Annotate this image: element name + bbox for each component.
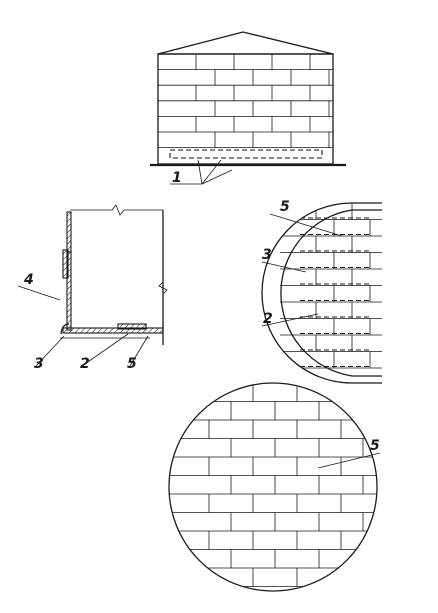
section-view: 4 3 2 5 xyxy=(17,204,168,372)
leader-plan-2 xyxy=(261,313,319,327)
outer-arc xyxy=(261,202,382,384)
label-plan-2: 2 xyxy=(263,311,273,327)
leader-5 xyxy=(129,335,149,367)
joint-strip xyxy=(117,323,147,330)
foundation-dashed xyxy=(169,149,323,159)
brick-courses-disk xyxy=(169,383,377,587)
roof-gable xyxy=(157,31,334,55)
corner-fillet xyxy=(60,323,70,335)
leader-plan-5 xyxy=(269,213,343,237)
brick-courses xyxy=(158,53,333,149)
elevation-view: 1 xyxy=(150,31,346,186)
base-slab xyxy=(62,327,164,334)
leader-plan-3 xyxy=(261,261,307,273)
label-4: 4 xyxy=(23,272,34,288)
inner-arc xyxy=(280,209,382,377)
disk-outline xyxy=(168,382,378,592)
leader-2 xyxy=(81,333,129,367)
leader-1 xyxy=(170,159,233,185)
leader-3 xyxy=(35,335,65,367)
label-2: 2 xyxy=(80,356,90,372)
label-plan-5: 5 xyxy=(280,199,290,215)
membrane-upper xyxy=(66,211,72,253)
brick-courses-half xyxy=(280,203,382,369)
label-plan-3: 3 xyxy=(262,247,272,263)
label-3: 3 xyxy=(34,356,44,372)
label-1: 1 xyxy=(172,170,182,186)
membrane-overlap xyxy=(62,249,69,279)
break-mark-right xyxy=(158,281,168,295)
plan-half-view: 5 3 2 xyxy=(261,199,382,384)
leader-disk-5 xyxy=(317,452,381,469)
label-disk-5: 5 xyxy=(370,438,380,454)
brick-disk-view: 5 xyxy=(168,382,381,592)
label-5: 5 xyxy=(127,356,137,372)
leader-4 xyxy=(17,285,61,301)
